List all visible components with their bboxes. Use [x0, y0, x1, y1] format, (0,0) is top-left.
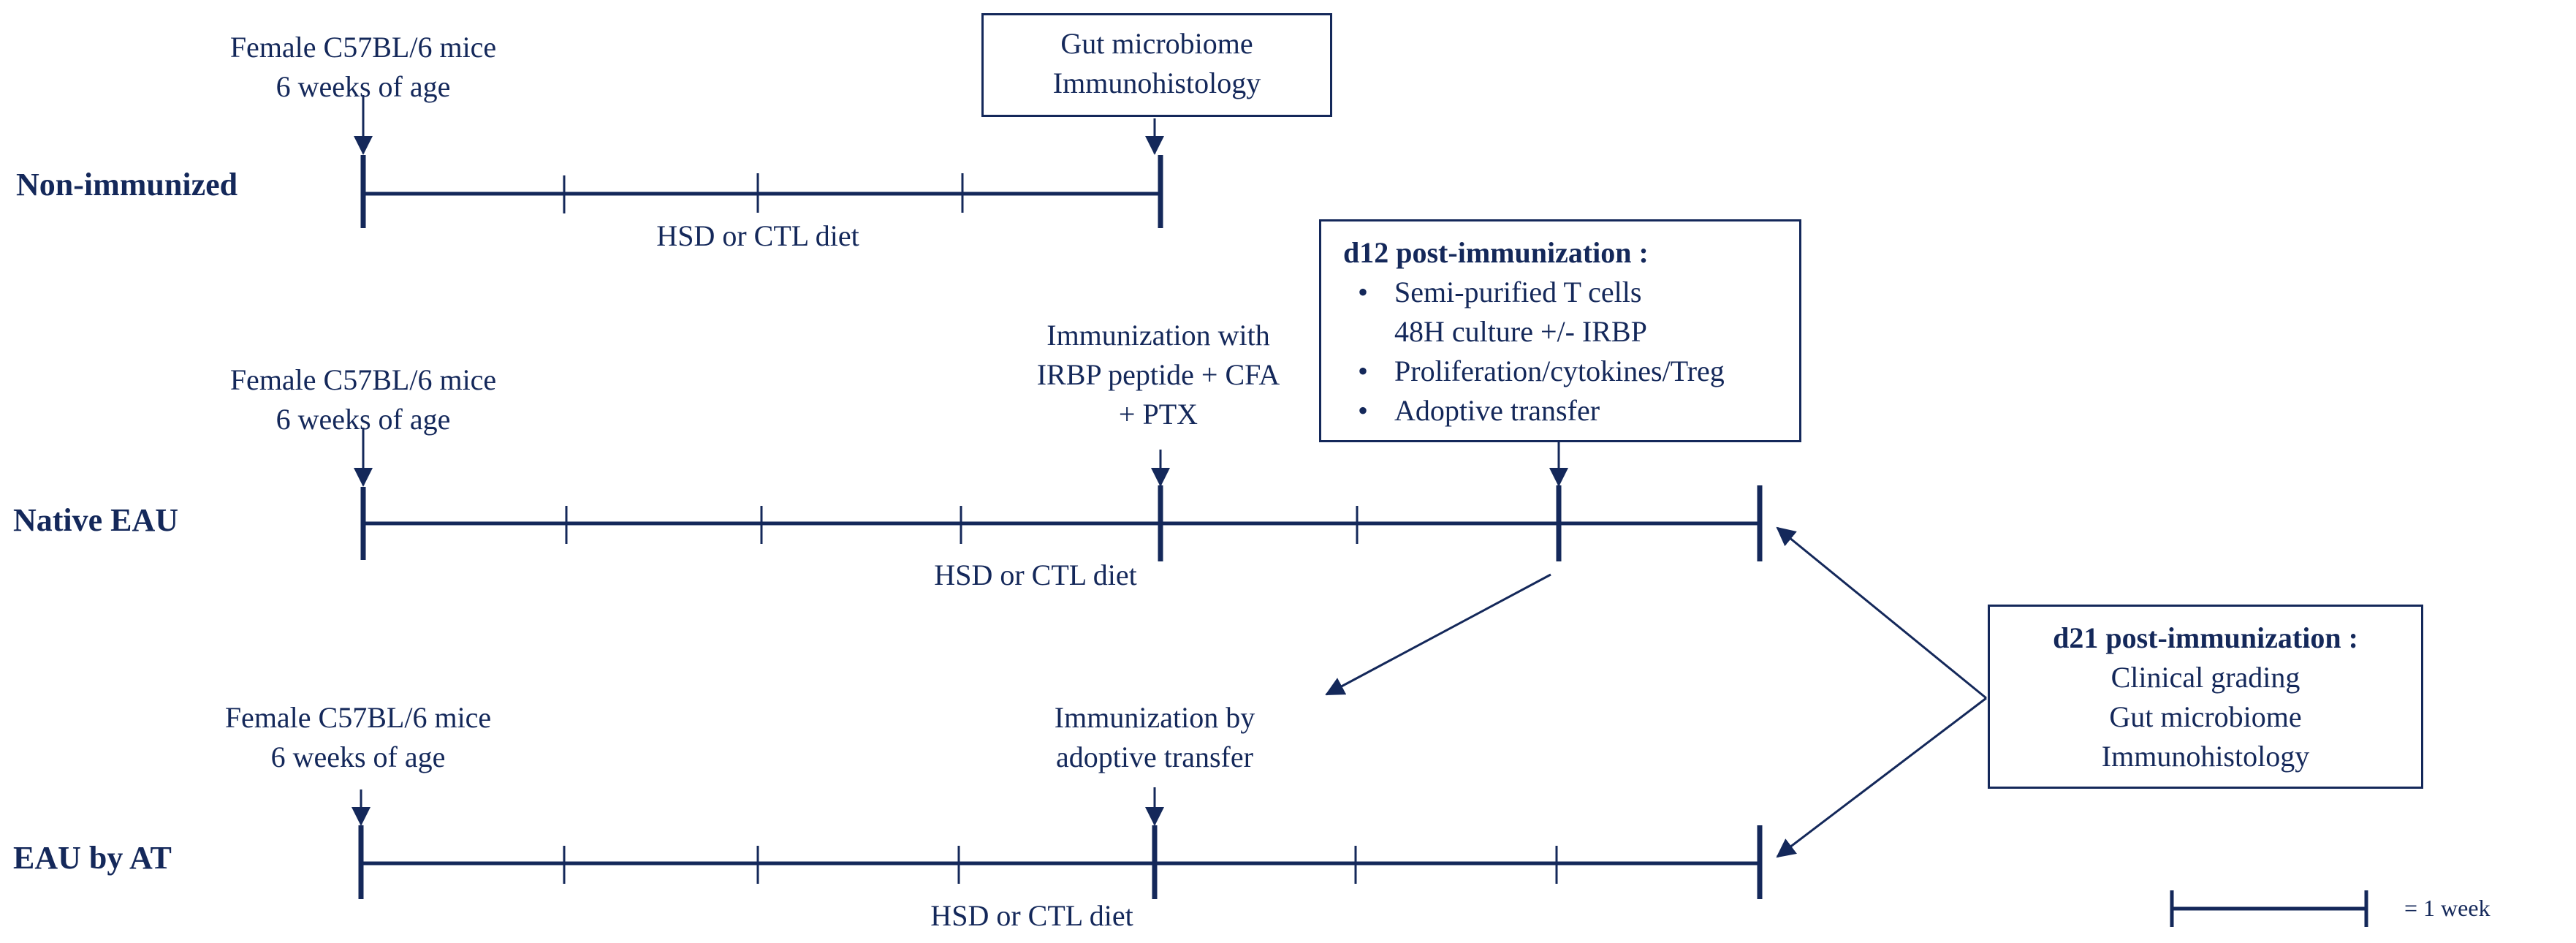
start-label-line: Female C57BL/6 mice — [224, 701, 492, 734]
diet-label: HSD or CTL diet — [930, 899, 1133, 932]
start-label-line: 6 weeks of age — [270, 741, 446, 773]
d12-item-text: 48H culture +/- IRBP — [1394, 315, 1647, 348]
box-line: Gut microbiome — [1060, 27, 1253, 60]
d21-heading: d21 post-immunization : — [2053, 621, 2358, 654]
timeline-non-immunized — [354, 95, 1164, 228]
start-label-line: 6 weeks of age — [276, 70, 451, 103]
d12-item-text: Semi-purified T cells — [1394, 276, 1642, 308]
start-label: Female C57BL/6 mice 6 weeks of age — [225, 698, 491, 777]
immunization-label: Immunization with IRBP peptide + CFA + P… — [1037, 316, 1280, 434]
transfer-label: Immunization by adoptive transfer — [1055, 698, 1255, 777]
immunization-label-line: IRBP peptide + CFA — [1036, 358, 1280, 391]
d12-box: d12 post-immunization : • Semi-purified T… — [1319, 219, 1801, 442]
immunization-label-line: Immunization with — [1046, 319, 1270, 352]
connector-arrows — [1325, 526, 1987, 858]
start-label-line: 6 weeks of age — [276, 403, 451, 436]
start-label: Female C57BL/6 mice 6 weeks of age — [230, 28, 496, 107]
immunization-label-line: + PTX — [1118, 398, 1198, 431]
d12-item: • Adoptive transfer — [1343, 391, 1799, 431]
transfer-label-line: Immunization by — [1054, 701, 1255, 734]
legend-text: = 1 week — [2404, 895, 2490, 921]
row-title-native-eau: Native EAU — [13, 502, 179, 538]
d12-item: 48H culture +/- IRBP — [1343, 312, 1799, 352]
transfer-label-line: adoptive transfer — [1056, 741, 1253, 773]
d12-item-text: Proliferation/cytokines/Treg — [1394, 355, 1725, 387]
legend-scale — [2170, 890, 2368, 927]
d12-item: • Semi-purified T cells — [1343, 273, 1799, 312]
d21-item: Immunohistology — [2101, 740, 2310, 773]
start-label: Female C57BL/6 mice 6 weeks of age — [230, 360, 496, 439]
d12-item-text: Adoptive transfer — [1394, 394, 1600, 427]
box-line: Immunohistology — [1052, 67, 1261, 99]
d12-heading: d12 post-immunization : — [1343, 236, 1649, 269]
timeline-native-eau — [354, 428, 1763, 561]
transfer-connector-arrow — [1325, 573, 1551, 696]
d21-to-native-arrow — [1776, 526, 1987, 700]
row-title-eau-by-at: EAU by AT — [13, 840, 172, 876]
bullet: • — [1358, 394, 1369, 427]
outcome-box: Gut microbiome Immunohistology — [981, 13, 1332, 117]
d21-box: d21 post-immunization : Clinical grading… — [1988, 605, 2423, 789]
d12-item: • Proliferation/cytokines/Treg — [1343, 352, 1799, 391]
start-label-line: Female C57BL/6 mice — [229, 363, 497, 396]
d21-item: Clinical grading — [2110, 661, 2300, 694]
start-label-line: Female C57BL/6 mice — [229, 31, 497, 64]
diet-label: HSD or CTL diet — [934, 558, 1137, 591]
timeline-eau-by-at — [352, 787, 1763, 899]
bullet: • — [1358, 355, 1369, 387]
d21-item: Gut microbiome — [2109, 700, 2302, 733]
row-title-non-immunized: Non-immunized — [16, 167, 238, 202]
diet-label: HSD or CTL diet — [656, 219, 859, 252]
d21-to-at-arrow — [1776, 697, 1987, 858]
bullet: • — [1358, 276, 1369, 308]
